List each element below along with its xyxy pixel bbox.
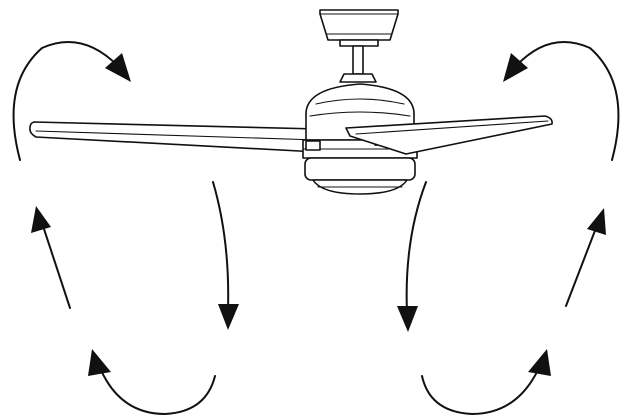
arrow-left-up	[31, 206, 71, 309]
arrow-left-down	[212, 181, 239, 330]
airflow-arrows	[12, 41, 620, 416]
downrod	[339, 45, 377, 83]
ceiling-canopy	[319, 9, 399, 47]
arrow-top-right-curve	[503, 41, 620, 161]
arrow-bottom-left-curve	[88, 349, 216, 416]
arrow-right-down	[397, 181, 427, 332]
arrow-bottom-right-curve	[421, 349, 551, 416]
arrow-top-left-curve	[12, 41, 131, 161]
arrow-right-up	[565, 208, 606, 307]
ceiling-fan	[29, 9, 553, 195]
right-blade	[345, 115, 553, 155]
left-blade	[29, 121, 319, 153]
